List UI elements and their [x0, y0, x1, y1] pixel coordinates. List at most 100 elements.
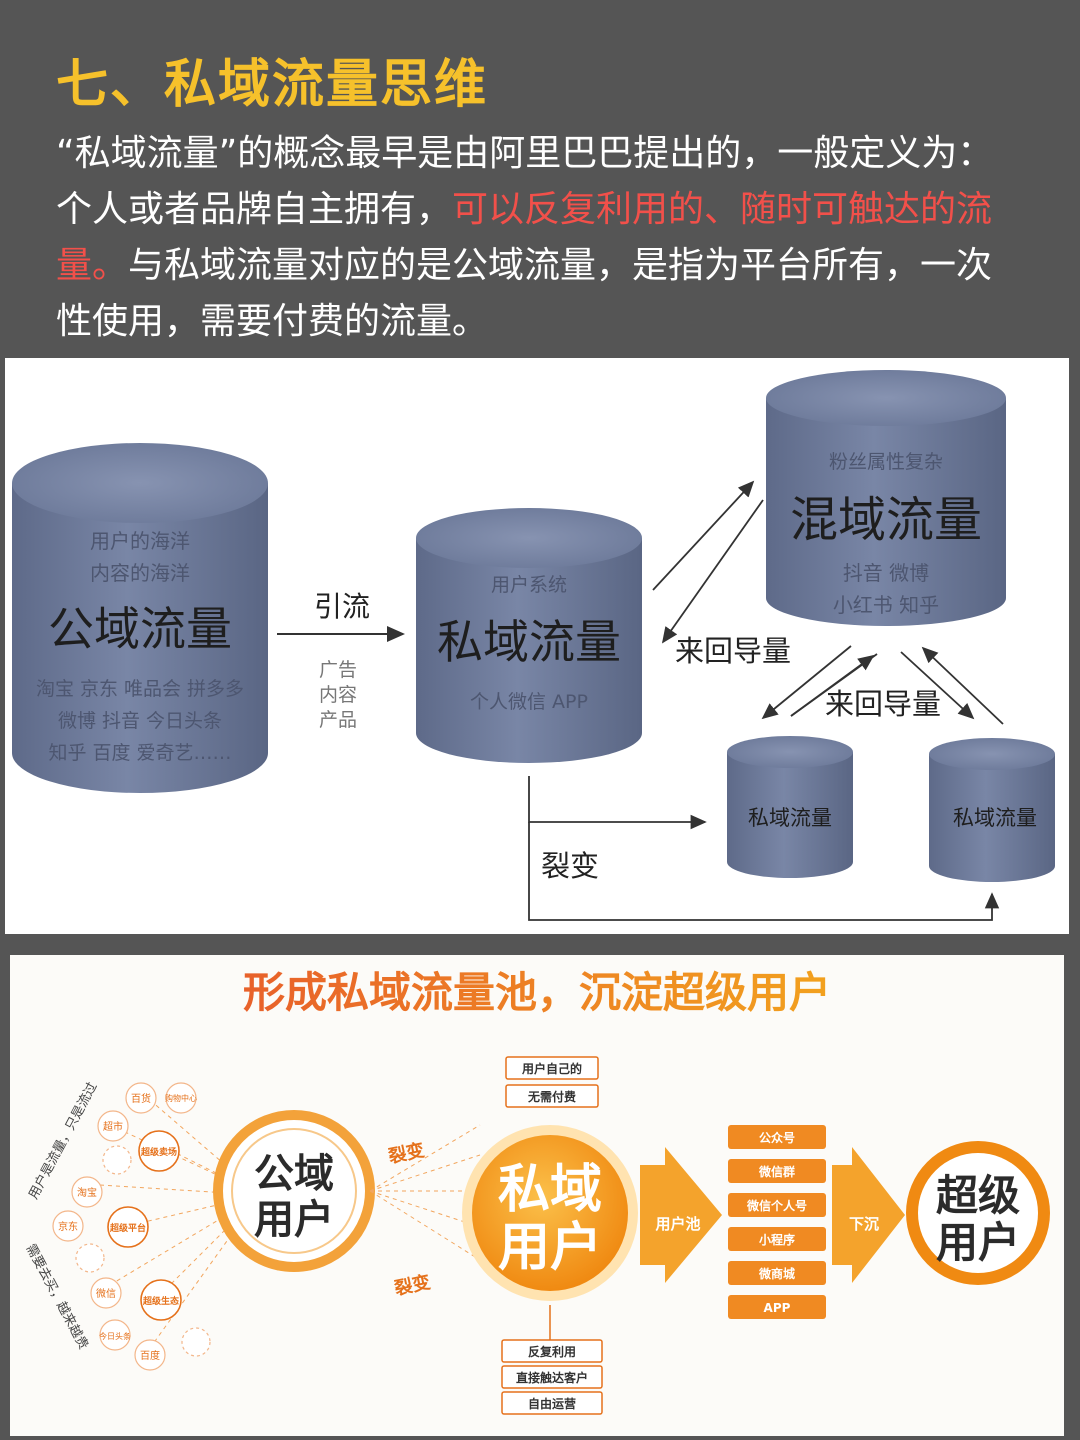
- bottom-tag-3: 自由运营: [528, 1396, 576, 1411]
- circle-label-chaoji-maichang: 超级卖场: [140, 1146, 177, 1158]
- mixed-sub: 粉丝属性复杂: [829, 451, 943, 473]
- small-private-cylinder-2: 私域流量: [929, 738, 1055, 882]
- public-traffic-cylinder: 用户的海洋 内容的海洋 公域流量 淘宝 京东 唯品会 拼多多 微博 抖音 今日头…: [12, 443, 268, 793]
- circle-toutiao: [99, 1319, 131, 1351]
- circle-empty-3: [181, 1327, 211, 1357]
- circle-chaoshi: [97, 1110, 129, 1142]
- private-user-circle: 私域 用户: [462, 1125, 638, 1301]
- arrow-label: 引流: [314, 590, 370, 623]
- arrow-sub-1: 广告: [319, 659, 357, 681]
- exchange-arrow-left-up: [790, 654, 875, 717]
- sink-arrow: [832, 1147, 905, 1283]
- public-user-circle: 公域 用户: [213, 1110, 375, 1272]
- channel-list: 公众号 微信群 微信个人号 小程序 微商城 APP: [728, 1125, 826, 1319]
- mixed-line-2: 小红书 知乎: [833, 593, 939, 617]
- private-traffic-cylinder: 用户系统 私域流量 个人微信 APP: [416, 508, 642, 763]
- intro-highlight: 可以反复利用的、随时可触达的流量。: [56, 189, 993, 286]
- circle-weixin: [90, 1277, 122, 1309]
- circle-empty-2: [75, 1243, 105, 1273]
- channel-label-1: 公众号: [759, 1130, 795, 1145]
- circle-chaoji-pingtai: [107, 1206, 149, 1248]
- public-sub-1: 用户的海洋: [90, 529, 190, 553]
- channel-box-6: [728, 1295, 826, 1319]
- circle-label-taobao: 淘宝: [77, 1186, 97, 1199]
- circle-jingdong: [52, 1210, 84, 1242]
- fission-bottom-label: 裂变: [391, 1271, 432, 1300]
- header: 七、私域流量思维 “私域流量”的概念最早是由阿里巴巴提出的，一般定义为：个人或者…: [0, 0, 1080, 355]
- bottom-tag-2: 直接触达客户: [516, 1370, 588, 1385]
- fission-arrow-1: [528, 776, 707, 830]
- circle-baihuo: [125, 1082, 157, 1114]
- top-tag-2: 无需付费: [527, 1089, 576, 1104]
- small-private-cylinder-1: 私域流量: [727, 736, 853, 878]
- exchange-arrow-up: [652, 480, 755, 591]
- exchange-label-2: 来回导量: [825, 687, 941, 721]
- circle-chaoji-shengtai: [140, 1279, 182, 1321]
- circle-label-chaoji-shengtai: 超级生态: [142, 1295, 179, 1307]
- channel-box-5: [728, 1261, 826, 1285]
- circle-label-baidu: 百度: [140, 1349, 160, 1362]
- public-line-2: 微博 抖音 今日头条: [58, 710, 222, 732]
- mixed-traffic-cylinder: 粉丝属性复杂 混域流量 抖音 微博 小红书 知乎: [766, 370, 1006, 626]
- circle-chaoji-maichang: [138, 1130, 180, 1172]
- page-title: 七、私域流量思维: [56, 55, 489, 115]
- top-tag-box-2: [505, 1084, 599, 1108]
- public-line-3: 知乎 百度 爱奇艺……: [48, 742, 231, 764]
- bottom-tag-1: 反复利用: [528, 1344, 576, 1359]
- bottom-tag-box-2: [501, 1365, 603, 1389]
- exchange-label-1: 来回导量: [675, 634, 791, 668]
- public-user-line-2: 用户: [254, 1197, 334, 1243]
- fission-arrow-2: [528, 822, 1000, 921]
- private-sub: 用户系统: [491, 574, 567, 596]
- bottom-tag-box-1: [501, 1339, 603, 1363]
- channel-label-6: APP: [764, 1301, 791, 1315]
- circle-label-chaoshi: 超市: [103, 1120, 123, 1133]
- intro-paragraph: “私域流量”的概念最早是由阿里巴巴提出的，一般定义为：个人或者品牌自主拥有，可以…: [56, 126, 1016, 350]
- private-user-line-2: 用户: [498, 1218, 602, 1278]
- channel-label-3: 微信个人号: [746, 1198, 807, 1213]
- circle-label-weixin: 微信: [96, 1287, 116, 1300]
- private-pool-diagram: 形成私域流量池，沉淀超级用户 用户是流量，只是流过 需要去买，越来越贵 百货 购…: [10, 955, 1064, 1436]
- exchange-arrow-down: [661, 499, 764, 644]
- ray-lines-middle: [369, 1124, 481, 1261]
- intro-text-1: “私域流量”的概念最早是由阿里巴巴提出的，一般定义为：个人或者品牌自主拥有，: [56, 133, 994, 230]
- super-user-circle: 超级 用户: [906, 1141, 1050, 1285]
- exchange-arrow-right-up: [921, 646, 1004, 725]
- intro-text-2: 与私域流量对应的是公域流量，是指为平台所有，一次性使用，需要付费的流量。: [56, 245, 993, 342]
- channel-box-3: [728, 1193, 826, 1217]
- channel-box-2: [728, 1159, 826, 1183]
- circle-empty-1: [102, 1145, 132, 1175]
- exchange-arrow-right-down: [900, 651, 975, 720]
- private-title: 私域流量: [437, 615, 621, 669]
- circle-gouwu: [165, 1082, 197, 1114]
- top-tag-1: 用户自己的: [521, 1061, 582, 1076]
- exchange-arrow-left-down: [761, 645, 852, 720]
- private-pool-svg: 形成私域流量池，沉淀超级用户 用户是流量，只是流过 需要去买，越来越贵 百货 购…: [22, 968, 1050, 1415]
- channel-label-4: 小程序: [759, 1232, 795, 1247]
- channel-label-2: 微信群: [758, 1164, 795, 1179]
- circle-label-gouwu: 购物中心: [165, 1093, 197, 1103]
- mixed-line-1: 抖音 微博: [843, 561, 929, 585]
- mixed-title: 混域流量: [790, 492, 982, 548]
- public-line-1: 淘宝 京东 唯品会 拼多多: [36, 678, 244, 700]
- circle-baidu: [134, 1339, 166, 1371]
- channel-box-1: [728, 1125, 826, 1149]
- private-user-line-1: 私域: [498, 1160, 602, 1220]
- circle-label-chaoji-pingtai: 超级平台: [109, 1222, 146, 1234]
- small-circles: 百货 购物中心 超市 超级卖场 淘宝 京东 超级平台 微信 超级生态 今日头条 …: [52, 1082, 211, 1371]
- public-title: 公域流量: [48, 602, 232, 656]
- user-pool-arrow: [640, 1147, 722, 1283]
- circle-label-baihuo: 百货: [131, 1092, 151, 1105]
- channel-box-4: [728, 1227, 826, 1251]
- private-bottom: 个人微信 APP: [470, 691, 588, 713]
- top-tag-box-1: [505, 1056, 599, 1080]
- pool-title: 形成私域流量池，沉淀超级用户: [243, 968, 831, 1017]
- arrow-sub-2: 内容: [319, 684, 357, 706]
- bottom-tag-box-3: [501, 1391, 603, 1415]
- small-private-label-2: 私域流量: [953, 806, 1037, 830]
- super-user-line-1: 超级: [936, 1171, 1020, 1220]
- sink-label: 下沉: [849, 1215, 879, 1233]
- public-sub-2: 内容的海洋: [90, 561, 190, 585]
- traffic-flow-diagram: 用户的海洋 内容的海洋 公域流量 淘宝 京东 唯品会 拼多多 微博 抖音 今日头…: [5, 358, 1069, 934]
- fission-label: 裂变: [541, 849, 599, 883]
